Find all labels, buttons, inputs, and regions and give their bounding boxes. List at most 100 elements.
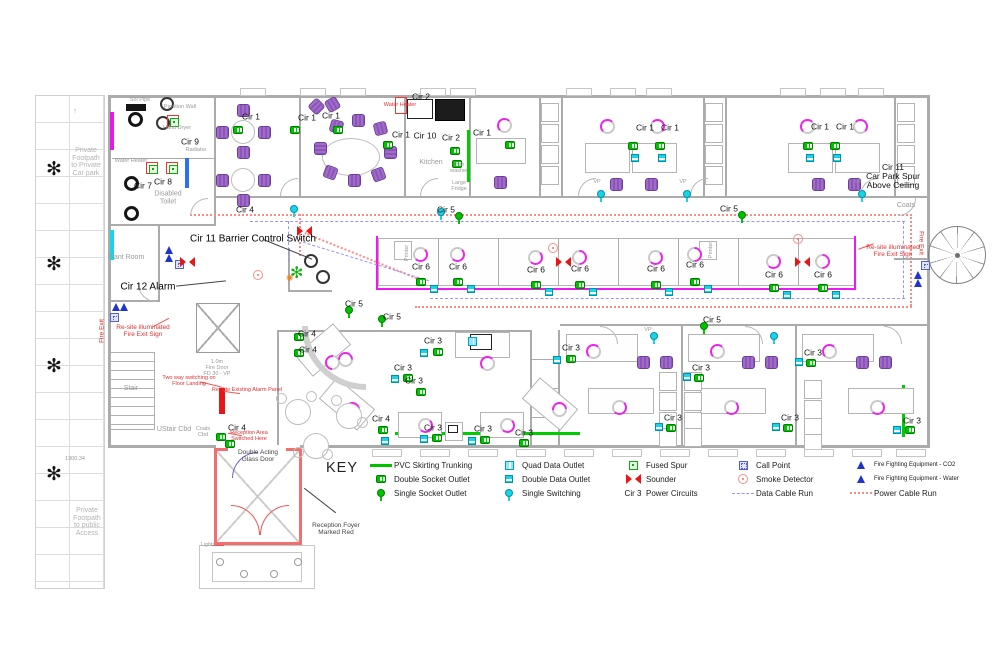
plan-label: Cir 4 — [236, 204, 254, 215]
double-data-icon — [467, 285, 475, 293]
plan-shape — [216, 174, 229, 187]
plan-shape — [190, 214, 912, 216]
plan-label: Cir 3 — [804, 347, 822, 358]
plan-shape — [468, 449, 498, 457]
plan-shape — [190, 198, 208, 216]
plan-label: Cir 6 — [765, 269, 783, 280]
plan-shape — [705, 166, 723, 185]
plan-shape — [280, 178, 298, 196]
plan-shape — [158, 224, 160, 302]
plan-shape — [231, 168, 255, 192]
plan-shape — [708, 449, 738, 457]
plan-label: Cir 7 — [134, 180, 152, 191]
plan-shape — [894, 95, 896, 196]
key-item-label: Fire Fighting Equipment - CO2 — [874, 462, 956, 468]
plan-shape — [705, 124, 723, 143]
sounder-icon — [556, 257, 571, 267]
fire-fighting-icon — [165, 254, 173, 262]
plan-label: Cir 10 — [413, 130, 437, 141]
plan-label: Private Footpath to Private Car park — [71, 146, 101, 177]
ff-water-icon-cell — [848, 475, 874, 483]
plan-shape — [516, 449, 546, 457]
plan-shape — [800, 119, 815, 134]
plan-label: Cir 3 — [562, 342, 580, 353]
fire-fighting-icon — [112, 303, 120, 311]
plan-shape — [277, 330, 532, 332]
double-socket-icon — [519, 439, 529, 447]
double-socket-icon — [655, 142, 665, 150]
double-socket-icon — [694, 374, 704, 382]
plan-shape — [199, 545, 315, 589]
plan-shape — [780, 88, 806, 96]
plan-shape — [469, 95, 471, 196]
plan-shape — [560, 324, 930, 326]
plan-label: Cir 11 Barrier Control Switch — [190, 233, 316, 245]
single-socket-icon — [377, 489, 385, 501]
key-item-label: Double Data Outlet — [522, 474, 591, 484]
plan-label: VP — [854, 179, 862, 186]
plan-label: VP — [644, 327, 652, 334]
tree-icon — [46, 465, 62, 485]
plan-shape — [854, 236, 856, 290]
fused-spur-icon — [170, 118, 179, 127]
double-socket-icon — [651, 281, 661, 289]
double-socket-icon — [225, 440, 235, 448]
plan-label: Private Footpath to public Access — [73, 506, 101, 537]
fire-fighting-icon — [165, 246, 173, 254]
plan-label: Cir 6 — [571, 263, 589, 274]
plan-shape — [738, 238, 739, 286]
double-socket-icon — [333, 126, 343, 134]
sounder-icon — [180, 257, 195, 267]
plan-shape — [303, 487, 337, 514]
fire-fighting-icon — [120, 303, 128, 311]
plan-label: Printer — [708, 241, 715, 259]
plan-shape — [438, 238, 439, 286]
plan-shape — [216, 558, 224, 566]
plan-label: Cir 9 — [181, 136, 199, 147]
plan-label: Cir 4 — [372, 413, 390, 424]
plan-shape — [610, 178, 623, 191]
double-socket-icon — [433, 348, 443, 356]
plan-shape — [372, 449, 402, 457]
double-socket-icon-cell — [368, 475, 394, 483]
plan-shape — [372, 120, 389, 137]
single-switch-icon — [437, 208, 445, 220]
fused-spur-icon — [169, 165, 178, 174]
plan-shape — [357, 417, 368, 428]
plan-label: Cir 6 — [686, 259, 704, 270]
double-socket-icon — [666, 424, 676, 432]
plan-shape — [804, 449, 834, 457]
smoke-detector-icon — [548, 243, 558, 253]
double-data-icon — [704, 285, 712, 293]
double-data-icon — [795, 358, 803, 366]
key-item: PVC Skirting Trunking — [368, 458, 496, 472]
plan-shape — [690, 178, 708, 196]
plan-shape — [494, 176, 507, 189]
double-socket-icon — [376, 475, 386, 483]
plan-shape — [858, 88, 884, 96]
plan-shape — [467, 130, 470, 182]
plan-label: Re-site illuminated Fire Exit Sign — [116, 323, 170, 338]
plan-shape — [632, 143, 677, 173]
plan-shape — [322, 449, 333, 460]
plan-shape — [108, 95, 111, 448]
plan-shape — [660, 356, 673, 369]
ff-co2-icon-cell — [848, 461, 874, 469]
plan-shape — [420, 449, 450, 457]
key-item: Single Switching — [496, 486, 620, 501]
single-socket-icon — [738, 211, 746, 223]
plan-shape — [725, 95, 727, 196]
plan-shape — [395, 97, 407, 114]
double-socket-icon — [453, 278, 463, 286]
plan-shape — [897, 124, 915, 143]
plan-shape — [681, 324, 683, 446]
double-data-icon — [655, 423, 663, 431]
double-socket-icon — [531, 281, 541, 289]
plan-shape — [331, 395, 342, 406]
plan-shape — [124, 206, 139, 221]
double-data-icon — [832, 291, 840, 299]
double-data-icon — [420, 435, 428, 443]
plan-shape — [498, 238, 499, 286]
plan-label: Cir 3 — [424, 335, 442, 346]
